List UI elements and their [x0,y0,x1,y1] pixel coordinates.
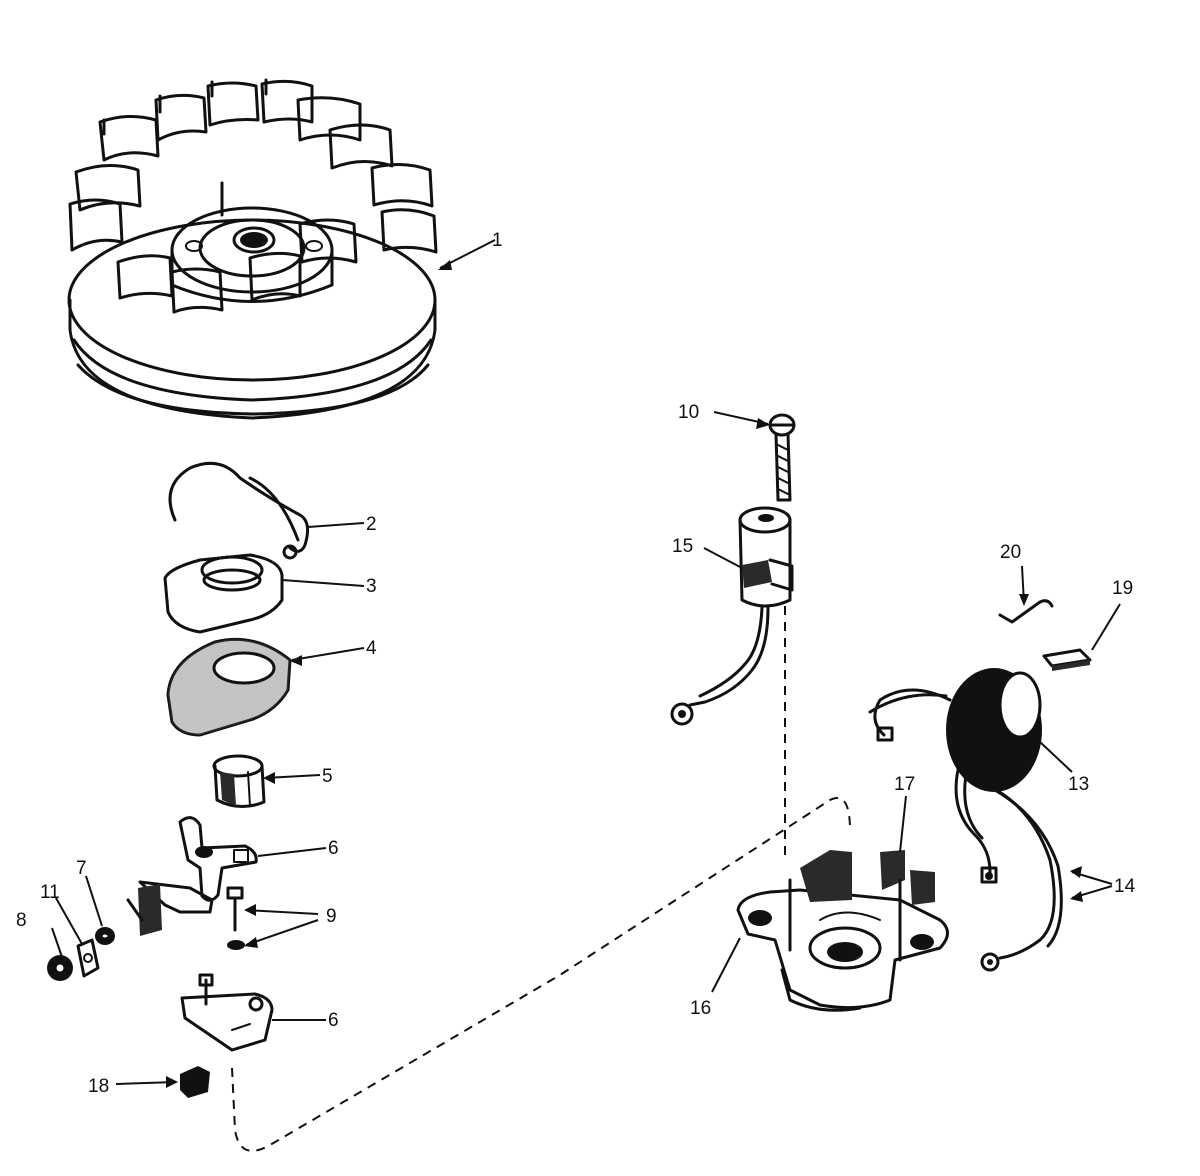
felt-part-18 [180,1066,210,1098]
callout-20: 20 [1000,542,1021,563]
callout-6b: 6 [328,1010,339,1031]
screw-part-10 [768,413,796,502]
callout-5: 5 [322,766,333,787]
callout-14: 14 [1114,876,1136,897]
assembly-lines [231,606,851,1152]
callout-3: 3 [366,576,377,597]
callout-9: 9 [326,906,337,927]
armature-part-17 [736,850,949,1012]
callout-1: 1 [492,230,503,251]
coil-part-13 [868,668,1042,884]
leader-lines [51,239,1121,1088]
callout-16: 16 [690,998,711,1019]
callout-10: 10 [678,402,699,423]
bracket-part-6 [180,973,274,1052]
callout-13: 13 [1068,774,1089,795]
flywheel-fins [68,78,438,314]
callout-17: 17 [894,774,915,795]
spring-clip-part-2 [168,461,310,560]
breaker-arm-part-6 [126,816,258,936]
screw-part-9 [226,886,245,950]
flywheel-part-1 [67,78,438,420]
callout-15: 15 [672,536,693,557]
insulator-part-11 [76,938,100,978]
callout-11: 11 [40,882,60,903]
keeper-plate-part-3 [163,553,284,634]
gasket-part-4 [166,637,292,737]
callout-6a: 6 [328,838,339,859]
washer-part-7 [95,927,115,945]
callout-labels: 1 2 3 4 5 6 6 7 8 9 10 11 13 14 15 16 17… [16,230,1136,1097]
ground-wire-part-14 [973,778,1063,972]
callout-18: 18 [88,1076,109,1097]
callout-19: 19 [1112,578,1133,599]
clip-part-20 [998,599,1054,624]
bushing-part-5 [212,754,266,808]
pad-part-19 [1042,648,1092,671]
callout-8: 8 [16,910,27,931]
condenser-part-15 [670,506,794,726]
callout-2: 2 [366,514,377,535]
callout-4: 4 [366,638,377,659]
nut-part-8 [47,955,73,981]
callout-7: 7 [76,858,87,879]
